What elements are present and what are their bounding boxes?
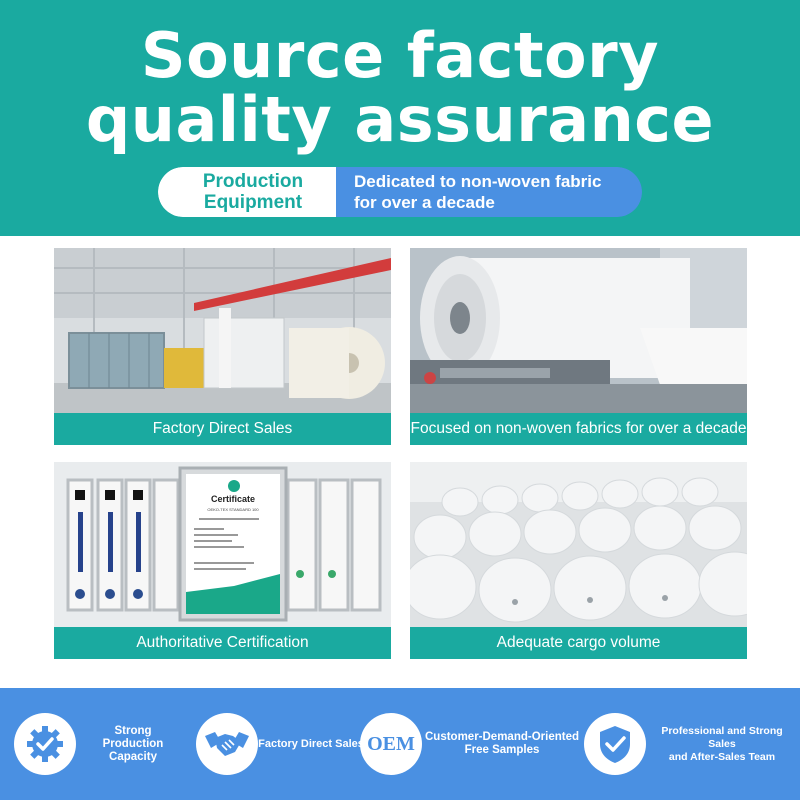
cargo-rolls-photo (410, 462, 747, 627)
feature-factory-direct: Factory Direct Sales (196, 688, 366, 800)
feature-label: Factory Direct Sales (258, 737, 364, 750)
handshake-icon (196, 713, 258, 775)
shield-check-icon (584, 713, 646, 775)
features-footer: Strong Production Capacity Factory Direc… (0, 688, 800, 800)
machine-caption: Focused on non-woven fabrics for over a … (410, 413, 747, 445)
feature-sales-team: Professional and Strong Sales and After-… (584, 688, 798, 800)
fabric-roll-photo (410, 248, 747, 413)
header-banner: Source factory quality assurance Product… (0, 0, 800, 236)
feature-free-samples: OEM Customer-Demand-Oriented Free Sample… (360, 688, 584, 800)
feature-label: Professional and Strong Sales and After-… (661, 724, 783, 763)
feature-label: Customer-Demand-Oriented Free Samples (425, 731, 579, 756)
production-equipment-pill: Production Equipment Dedicated to non-wo… (158, 167, 642, 217)
cargo-caption: Adequate cargo volume (410, 627, 747, 659)
title-line-2: quality assurance (85, 83, 715, 156)
factory-hall-photo (54, 248, 391, 413)
oem-icon: OEM (360, 713, 422, 775)
certification-card: Certificate OEKO-TEX STANDARD 100 Author… (54, 462, 391, 659)
pill-left-line-2: Equipment (203, 192, 303, 213)
factory-card: Factory Direct Sales (54, 248, 391, 445)
machine-card: Focused on non-woven fabrics for over a … (410, 248, 747, 445)
certificate-standard: OEKO-TEX STANDARD 100 (207, 507, 259, 512)
page-title: Source factory quality assurance (0, 24, 800, 152)
cargo-card: Adequate cargo volume (410, 462, 747, 659)
title-line-1: Source factory (140, 19, 660, 92)
certificates-photo: Certificate OEKO-TEX STANDARD 100 (54, 462, 391, 627)
feature-label: Strong Production Capacity (102, 724, 164, 763)
pill-left-label: Production Equipment (158, 167, 336, 217)
certification-caption: Authoritative Certification (54, 627, 391, 659)
pill-right-text: Dedicated to non-woven fabric for over a… (336, 167, 642, 217)
gear-check-icon (14, 713, 76, 775)
pill-left-line-1: Production (202, 171, 304, 192)
certificate-title: Certificate (211, 494, 255, 504)
pill-right-line-2: for over a decade (354, 193, 495, 212)
pill-right-line-1: Dedicated to non-woven fabric (354, 172, 602, 191)
feature-production-capacity: Strong Production Capacity (14, 688, 194, 800)
factory-caption: Factory Direct Sales (54, 413, 391, 445)
